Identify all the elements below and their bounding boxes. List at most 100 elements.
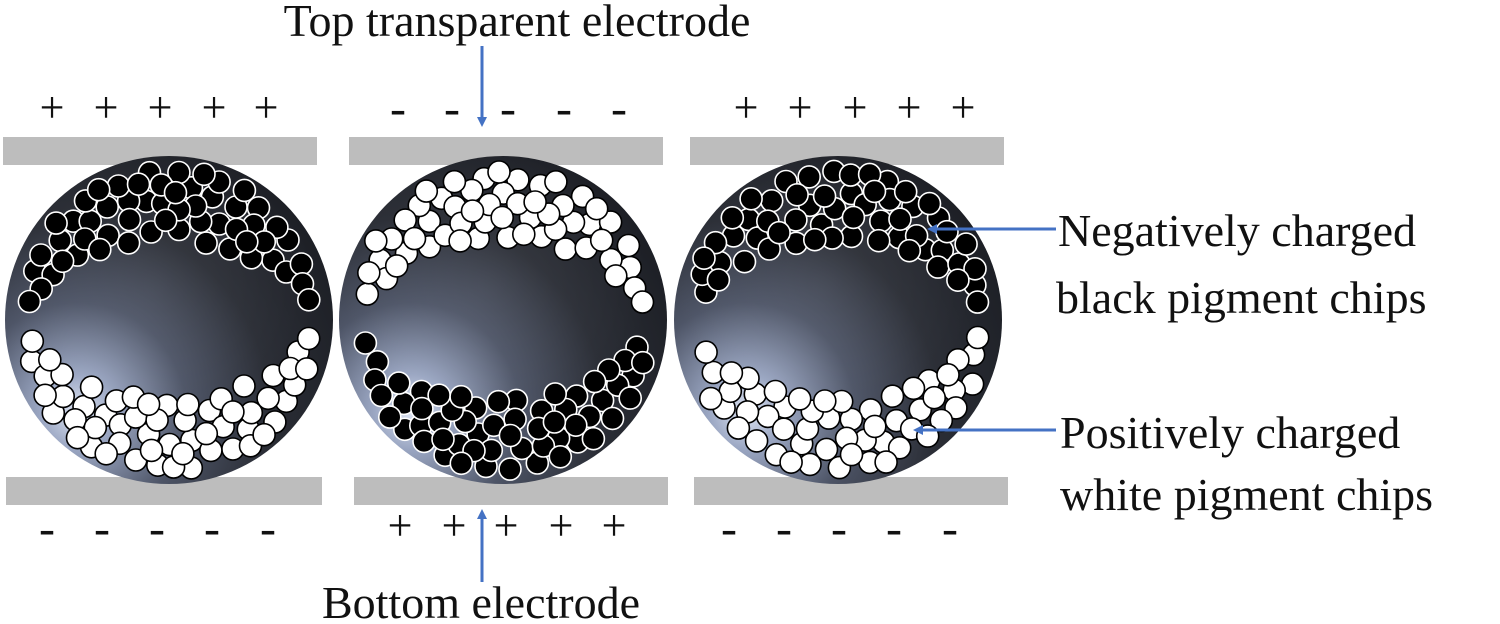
black-pigment-chip: [486, 389, 511, 414]
black-pigment-chip: [106, 174, 131, 198]
black-pigment-chip: [17, 289, 42, 314]
charge-sign: -: [942, 502, 958, 555]
black-pigment-chip: [841, 205, 866, 230]
black-pigment-chip: [296, 287, 321, 312]
white-pigment-chip: [232, 374, 256, 398]
black-pigment-chip: [720, 206, 745, 230]
bottom-electrode-label: Bottom electrode: [322, 577, 640, 624]
white-pigment-chip: [487, 160, 511, 184]
black-pigment-chip: [126, 172, 151, 196]
white-pigment-chip: [194, 421, 219, 446]
positive-chips-label-line1: Positively charged: [1060, 407, 1400, 458]
white-pigment-chip: [698, 386, 723, 411]
charge-sign: -: [260, 502, 276, 555]
callout-arrows: [477, 46, 1056, 582]
white-pigment-chip: [787, 387, 812, 411]
white-pigment-chip: [874, 450, 898, 474]
black-pigment-chip: [866, 228, 891, 253]
black-pigment-chip: [563, 413, 588, 438]
bottom-charge-signs-2: + + + + +: [388, 501, 627, 550]
black-pigment-chip: [353, 331, 378, 355]
black-pigment-chip: [542, 410, 567, 434]
black-pigment-chip: [926, 255, 950, 279]
charge-sign: -: [149, 502, 165, 555]
white-pigment-chip: [448, 229, 472, 253]
white-pigment-chip: [544, 170, 568, 194]
white-pigment-chip: [83, 415, 108, 440]
top-charge-signs-2: - - - - -: [390, 82, 627, 135]
charge-sign: -: [204, 502, 220, 555]
charge-sign: +: [843, 83, 868, 132]
black-pigment-chip: [802, 227, 827, 252]
charge-sign: +: [148, 83, 173, 132]
white-pigment-chip: [393, 208, 418, 232]
white-pigment-chip: [171, 441, 195, 466]
white-pigment-chip: [65, 425, 90, 450]
white-pigment-chip: [814, 437, 839, 462]
white-pigment-chip: [744, 429, 769, 453]
bottom-charge-signs-1: - - - - -: [39, 502, 276, 555]
white-pigment-chip: [616, 233, 641, 258]
black-pigment-chip: [917, 191, 942, 216]
white-pigment-chip: [460, 199, 485, 223]
black-pigment-chip: [946, 268, 970, 293]
black-pigment-chip: [153, 208, 178, 233]
black-pigment-chip: [163, 180, 188, 205]
white-pigment-chip: [33, 383, 57, 408]
charge-sign: +: [788, 83, 813, 132]
white-pigment-chip: [136, 392, 161, 417]
white-pigment-chip: [256, 386, 280, 411]
white-pigment-chip: [603, 264, 628, 288]
white-pigment-chip: [965, 325, 990, 350]
white-pigment-chip: [915, 424, 940, 448]
white-pigment-chip: [719, 361, 744, 385]
charge-sign: +: [549, 501, 574, 550]
white-pigment-chip: [922, 385, 947, 410]
positive-chips-label-line2: white pigment chips: [1060, 469, 1433, 520]
black-pigment-chip: [548, 444, 573, 469]
labels: Top transparent electrode Bottom electro…: [284, 0, 1433, 624]
pigment-chips: [17, 159, 990, 481]
white-pigment-chip: [936, 362, 960, 387]
black-pigment-chip: [88, 237, 112, 262]
black-pigment-chip: [86, 177, 111, 202]
charge-sign: +: [388, 501, 413, 550]
charge-sign: +: [494, 501, 519, 550]
white-pigment-chip: [252, 422, 276, 447]
charge-sign: +: [202, 83, 227, 132]
white-pigment-chip: [296, 326, 321, 351]
white-pigment-chip: [490, 205, 515, 230]
black-pigment-chip: [194, 231, 218, 255]
white-pigment-chip: [584, 196, 609, 221]
charge-sign: -: [94, 502, 110, 555]
black-pigment-chip: [543, 382, 568, 406]
black-pigment-chip: [431, 427, 455, 452]
white-pigment-chip: [384, 254, 409, 278]
black-pigment-chip: [893, 179, 918, 204]
black-pigment-chip: [888, 207, 912, 231]
charge-sign: -: [831, 502, 847, 555]
top-charge-signs-3: + + + + +: [734, 83, 976, 132]
negative-chips-label-line1: Negatively charged: [1058, 205, 1416, 256]
black-pigment-chip: [410, 396, 434, 421]
top-electrode-label: Top transparent electrode: [284, 0, 751, 46]
black-pigment-chip: [785, 183, 809, 207]
white-pigment-chip: [355, 282, 380, 306]
black-pigment-chip: [739, 187, 763, 211]
white-pigment-chip: [553, 237, 578, 261]
white-pigment-chip: [79, 375, 104, 400]
white-pigment-chip: [221, 400, 245, 424]
black-pigment-chip: [581, 426, 606, 451]
black-pigment-chip: [812, 184, 837, 208]
charge-sign: -: [556, 82, 572, 135]
black-pigment-chip: [449, 451, 474, 476]
white-pigment-chip: [880, 384, 905, 409]
white-pigment-chip: [356, 260, 381, 285]
black-pigment-chip: [232, 178, 257, 203]
top-electrodes: [3, 137, 1004, 165]
charge-sign: -: [721, 502, 737, 555]
white-pigment-chip: [839, 442, 864, 467]
black-pigment-chip: [498, 423, 523, 448]
black-pigment-chip: [50, 249, 75, 274]
